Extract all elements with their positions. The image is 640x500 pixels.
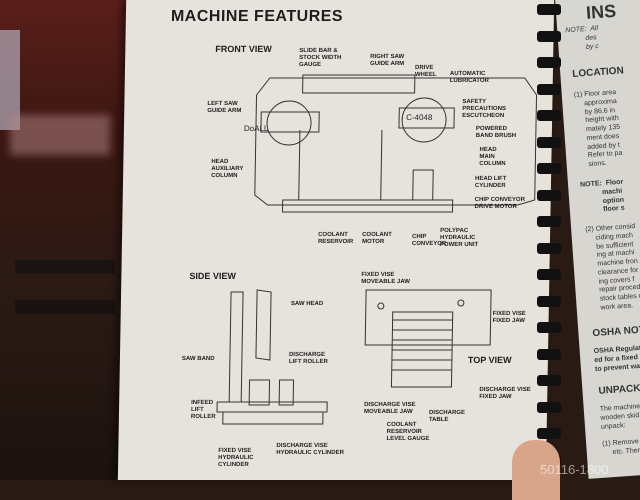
label: INFEED LIFT ROLLER [190,400,216,420]
spiral-coil [537,30,561,42]
label: SAFETY PRECAUTIONS ESCUTCHEON [462,99,507,119]
paragraph: (1) Floor area approxima by 86.6 in heig… [573,88,623,169]
background-room [0,0,130,480]
manual-left-page: MACHINE FEATURES DoALL C-4048 FRONT VIEW… [117,0,555,480]
label: HEAD MAIN COLUMN [479,147,506,167]
label: COOLANT MOTOR [361,232,392,245]
shelf [15,260,115,274]
shelf [15,300,115,314]
spiral-binding [533,0,563,480]
label: CHIP CONVEYOR [411,234,447,247]
paragraph: OSHA Regulation ed for a fixed loca to p… [593,344,640,373]
top-view-diagram [364,289,492,388]
manual-right-page: INS NOTE: All des by c LOCATION (1) Floo… [555,0,640,479]
section-heading: INS [585,0,617,23]
spiral-coil [537,348,561,360]
watermark: 50116-1800 [540,462,609,477]
note: NOTE: All des by c [565,25,600,52]
label: DISCHARGE LIFT ROLLER [288,352,328,365]
spiral-coil [537,295,561,307]
window [0,30,20,130]
label: COOLANT RESERVOIR LEVEL GAUGE [386,422,430,442]
paragraph: The machine is fa wooden skid. Overs unp… [599,403,640,456]
label: FIXED VISE MOVEABLE JAW [361,272,410,285]
label: SAW BAND [181,356,215,362]
spiral-coil [537,428,561,439]
label: SAW HEAD [290,301,324,307]
model-plate: C-4048 [406,113,433,122]
label: DISCHARGE VISE MOVEABLE JAW [363,402,416,415]
spiral-coil [537,4,561,15]
label: LEFT SAW GUIDE ARM [207,101,242,114]
spiral-coil [537,269,561,280]
spiral-coil [537,375,561,386]
spiral-coil [537,401,561,413]
front-view-heading: FRONT VIEW [215,44,272,54]
label: FIXED VISE HYDRAULIC CYLINDER [218,448,254,468]
osha-heading: OSHA NOTICE [592,323,640,340]
paragraph: (2) Other consid ciding mach be sufficie… [585,222,640,312]
label: DISCHARGE VISE HYDRAULIC CYLINDER [276,443,345,456]
label: AUTOMATIC LUBRICATOR [449,71,489,84]
side-view-heading: SIDE VIEW [189,271,236,281]
note: NOTE: Floor machi option floor s [579,178,625,215]
spiral-coil [537,110,561,121]
label: DISCHARGE VISE FIXED JAW [479,387,531,400]
spiral-coil [537,136,561,148]
spiral-coil [537,189,561,201]
light-reflection [10,115,110,155]
unpacking-heading: UNPACKING [598,381,640,397]
spiral-coil [537,57,561,68]
label: CHIP CONVEYOR DRIVE MOTOR [474,197,525,210]
label: SLIDE BAR & STOCK WIDTH GAUGE [299,48,342,68]
top-view-heading: TOP VIEW [467,355,512,365]
machine-diagrams [216,74,538,425]
spiral-coil [537,163,561,174]
front-view-diagram [254,74,538,213]
label: FIXED VISE FIXED JAW [492,311,526,324]
label: RIGHT SAW GUIDE ARM [370,54,405,67]
spiral-coil [537,83,561,95]
label: POWERED BAND BRUSH [475,126,517,139]
location-heading: LOCATION [571,65,625,80]
spiral-coil [537,216,561,227]
label: DISCHARGE TABLE [428,410,466,423]
label: COOLANT RESERVOIR [317,232,354,245]
side-view-diagram [216,289,328,425]
label: HEAD LIFT CYLINDER [474,176,507,189]
spiral-coil [537,322,561,333]
label: DRIVE WHEEL [414,65,437,78]
spiral-coil [537,242,561,254]
doall-logo: DoALL [243,124,269,133]
label: HEAD AUXILIARY COLUMN [211,159,244,179]
